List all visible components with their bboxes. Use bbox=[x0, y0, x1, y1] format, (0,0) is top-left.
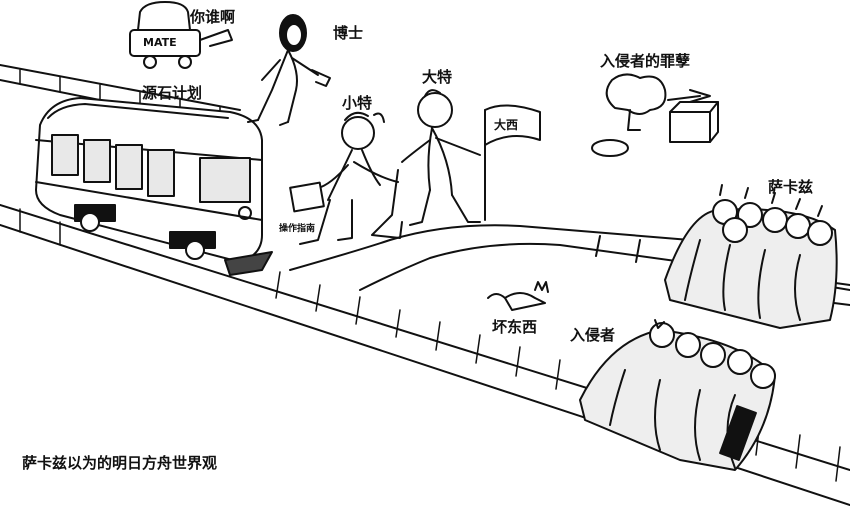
label-originium-plan: 源石计划 bbox=[142, 84, 203, 102]
caption: 萨卡兹以为的明日方舟世界观 bbox=[22, 454, 218, 472]
sarkaz-group-top bbox=[664, 184, 838, 329]
label-cart: MATE bbox=[143, 36, 177, 49]
trolley bbox=[35, 97, 273, 276]
label-who-are-you: 你谁啊 bbox=[190, 8, 236, 26]
label-manual: 操作指南 bbox=[279, 224, 316, 234]
invaders-sin-scene bbox=[591, 73, 719, 157]
bad-thing-cat bbox=[487, 281, 549, 311]
label-flag: 大西 bbox=[494, 118, 519, 132]
label-sarkaz-top: 萨卡兹 bbox=[768, 178, 814, 196]
invaders-group bbox=[579, 319, 776, 471]
label-bad-thing: 坏东西 bbox=[492, 318, 538, 336]
label-big-te: 大特 bbox=[422, 68, 453, 86]
doctor-figure bbox=[247, 14, 331, 126]
label-doctor: 博士 bbox=[333, 24, 364, 42]
label-little-te: 小特 bbox=[342, 94, 373, 112]
label-invaders-sin: 入侵者的罪孽 bbox=[600, 52, 691, 70]
label-invaders: 入侵者 bbox=[570, 326, 616, 344]
big-te-figure bbox=[401, 89, 541, 226]
mate-cart bbox=[129, 1, 233, 69]
little-te-figure bbox=[289, 111, 403, 245]
